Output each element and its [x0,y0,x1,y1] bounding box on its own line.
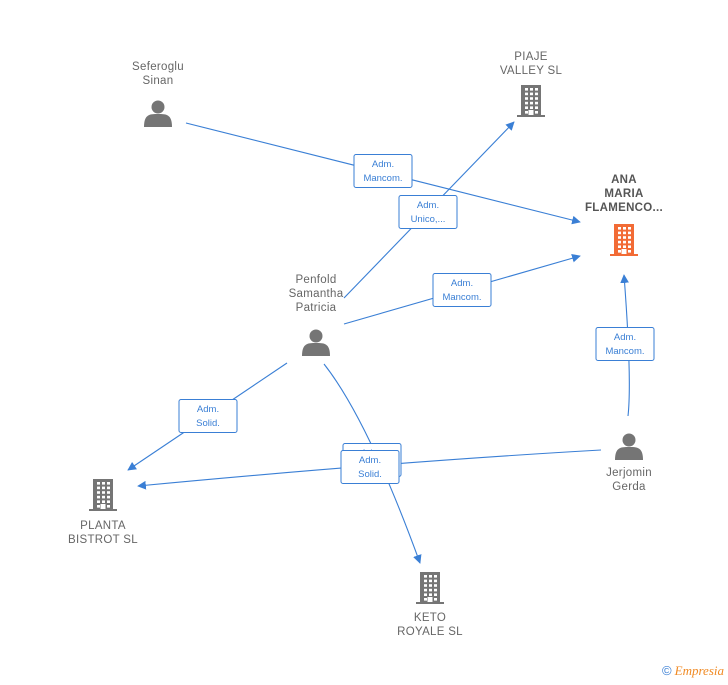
node-label-planta: BISTROT SL [68,534,138,546]
node-label-planta: PLANTA [80,520,126,532]
edge-label-line: Adm. [417,200,439,211]
edge-label-box [432,273,492,307]
building-icon [89,479,117,511]
edge-label-box [340,450,400,484]
node-label-seferoglu: Seferoglu [132,61,184,73]
node-label-keto: KETO [414,612,446,624]
person-icon [144,100,172,127]
edge-label-jerjomin-to-planta[interactable]: Adm. Solid. [340,450,400,484]
edges-layer [127,121,630,564]
edge-labels-layer: Adm. Mancom. Adm. Unico,... Adm. Mancom. Adm. M… [178,154,655,484]
edge-label-box [398,195,458,229]
edge-label-line: Mancom. [363,173,402,184]
node-label-keto: ROYALE SL [397,626,463,638]
building-icon [517,85,545,117]
edge-label-line: Adm. [614,332,636,343]
node-label-seferoglu: Sinan [143,75,174,87]
edge-label-box [178,399,238,433]
edge-penfold-to-keto [323,363,422,564]
node-label-jerjomin: Gerda [612,481,646,493]
edge-label-line: Solid. [358,469,382,480]
edge-label-penfold-to-planta[interactable]: Adm. Solid. [178,399,238,433]
edge-label-line: Adm. [359,455,381,466]
edge-label-line: Adm. [372,159,394,170]
edge-label-box [353,154,413,188]
edge-label-line: Mancom. [442,292,481,303]
node-keto[interactable]: KETO ROYALE SL [397,572,463,638]
building-icon [416,572,444,604]
edge-label-jerjomin-to-ana[interactable]: Adm. Mancom. [595,327,655,361]
node-label-ana: ANA [611,174,637,186]
edge-label-box [595,327,655,361]
node-label-piaje: VALLEY SL [500,65,563,77]
node-label-penfold: Patricia [296,302,337,314]
edge-label-line: Adm. [197,404,219,415]
node-label-penfold: Penfold [295,274,336,286]
person-icon [615,433,643,460]
footer-brand[interactable]: ©Empresia [662,663,724,679]
edge-label-line: Adm. [451,278,473,289]
edge-label-seferoglu-to-ana[interactable]: Adm. Mancom. [353,154,413,188]
building-icon [610,224,638,256]
node-label-ana: MARIA [604,188,643,200]
edge-label-penfold-to-piaje[interactable]: Adm. Unico,... [398,195,458,229]
edge-label-penfold-to-ana[interactable]: Adm. Mancom. [432,273,492,307]
edge-jerjomin-to-ana [620,274,630,417]
node-planta[interactable]: PLANTA BISTROT SL [68,479,138,546]
edge-label-line: Mancom. [605,346,644,357]
edge-label-line: Solid. [196,418,220,429]
node-ana[interactable]: ANA MARIA FLAMENCO... [585,174,663,256]
node-label-penfold: Samantha [289,288,344,300]
node-label-jerjomin: Jerjomin [606,467,652,479]
person-icon [302,329,330,356]
node-label-ana: FLAMENCO... [585,202,663,214]
node-label-piaje: PIAJE [514,51,547,63]
copyright-symbol: © [662,663,672,678]
edge-label-line: Unico,... [411,214,446,225]
node-piaje[interactable]: PIAJE VALLEY SL [500,51,563,117]
brand-name: Empresia [674,663,724,678]
